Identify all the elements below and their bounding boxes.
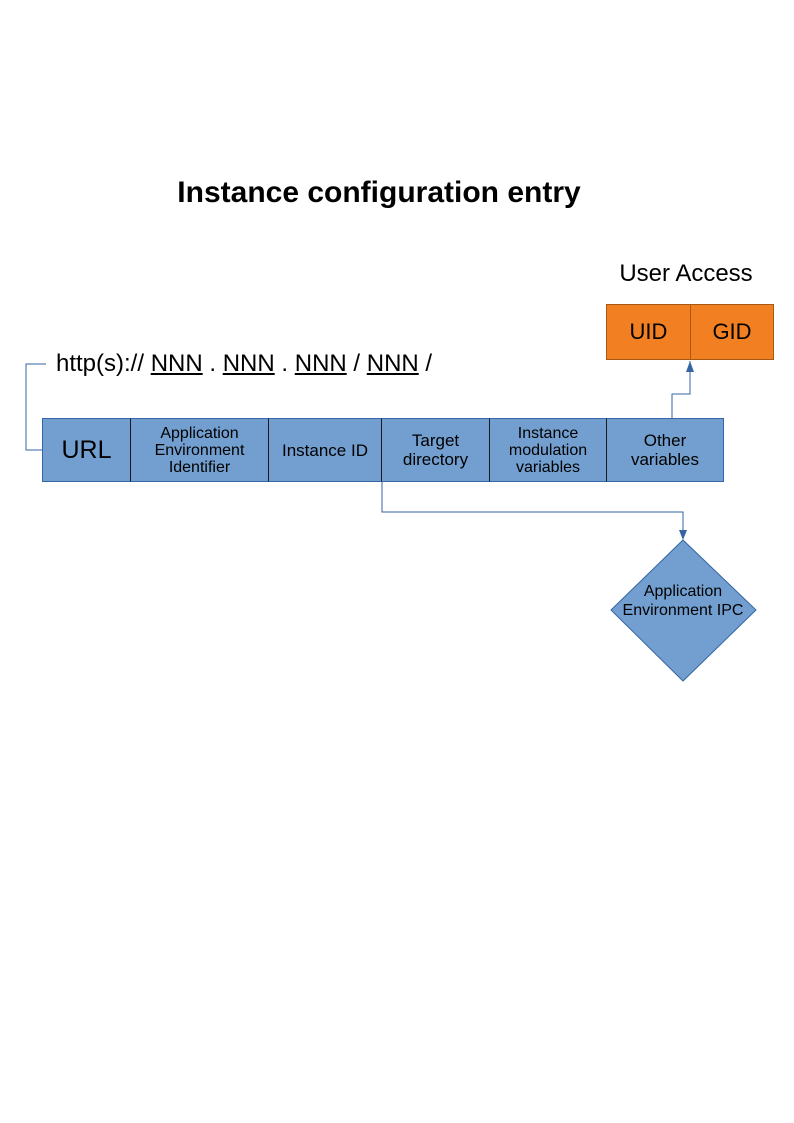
ipc-diamond <box>610 539 757 682</box>
url-slash-2: / <box>425 350 433 377</box>
gid-label: GID <box>712 319 752 344</box>
url-segment-2: NNN <box>222 350 275 377</box>
url-segment-4: NNN <box>366 350 419 377</box>
field-target-directory-label: Target directory <box>402 431 469 469</box>
field-instance-modulation-variables: Instance modulation variables <box>489 418 607 482</box>
ipc-connector <box>381 482 684 530</box>
url-dot-1: . <box>209 350 217 377</box>
field-instance-id-label: Instance ID <box>282 440 368 460</box>
user-access-connector <box>671 361 691 418</box>
uid-label: UID <box>629 319 668 344</box>
uid-box: UID <box>606 304 691 360</box>
url-connector <box>25 363 52 451</box>
gid-box: GID <box>690 304 774 360</box>
url-segment-3: NNN <box>294 350 347 377</box>
url-prefix: http(s):// <box>56 350 145 377</box>
field-app-env-identifier: Application Environment Identifier <box>130 418 269 482</box>
ipc-label: Application Environment IPC <box>622 583 744 619</box>
field-target-directory: Target directory <box>381 418 490 482</box>
ipc-arrowhead <box>679 530 687 540</box>
url-slash-1: / <box>353 350 361 377</box>
field-instance-id: Instance ID <box>268 418 382 482</box>
user-access-label: User Access <box>619 260 753 287</box>
url-pattern: http(s):// NNN . NNN . NNN / NNN / <box>56 348 432 380</box>
field-other-variables-label: Other variables <box>630 431 700 469</box>
field-url-label: URL <box>61 435 112 464</box>
field-instance-modulation-variables-label: Instance modulation variables <box>508 424 588 476</box>
url-dot-2: . <box>281 350 289 377</box>
url-segment-1: NNN <box>150 350 203 377</box>
field-app-env-identifier-label: Application Environment Identifier <box>154 424 245 476</box>
page-title: Instance configuration entry <box>177 176 581 209</box>
field-other-variables: Other variables <box>606 418 724 482</box>
user-access-arrowhead <box>686 361 694 372</box>
field-url: URL <box>42 418 131 482</box>
